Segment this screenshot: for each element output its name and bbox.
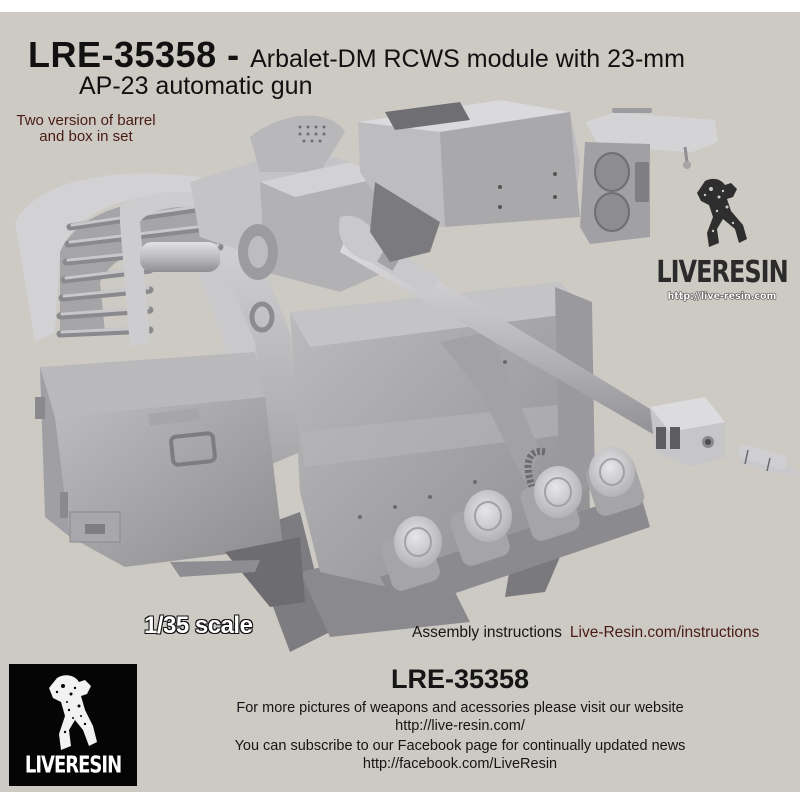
set-contents-note: Two version of barrel and box in set: [0, 113, 172, 145]
title-subtitle: AP-23 automatic gun: [79, 72, 313, 100]
note-line-1: Two version of barrel: [16, 112, 156, 129]
assembly-instructions: Assembly instructions Live-Resin.com/inst…: [412, 624, 759, 642]
soldier-figure-icon: [49, 675, 97, 750]
footer-website-note: For more pictures of weapons and acessor…: [236, 700, 684, 716]
page-title: LRE-35358 - Arbalet-DM RCWS module with …: [28, 34, 685, 76]
optics-block: [580, 108, 718, 244]
lower-frame: [170, 537, 305, 607]
brand-url[interactable]: http://live-resin.com: [667, 291, 777, 303]
title-separator: -: [216, 34, 251, 75]
product-image-canvas: LRE-35358 - Arbalet-DM RCWS module with …: [0, 12, 800, 792]
turret-body: [290, 282, 595, 592]
weapon-module-illustration: [15, 100, 800, 652]
cartridge: [738, 444, 800, 478]
smoke-grenade-launchers: [380, 447, 650, 612]
footer-product-code: LRE-35358: [390, 664, 530, 694]
brand-wordmark: LIVERESIN: [24, 751, 122, 780]
gun-receiver: [190, 115, 385, 292]
footer-facebook-link[interactable]: http://facebook.com/LiveResin: [362, 756, 558, 772]
footer-facebook-note: You can subscribe to our Facebook page f…: [234, 738, 686, 754]
soldier-figure-icon: [697, 178, 747, 247]
note-line-2: and box in set: [39, 128, 133, 145]
sight-housing: [358, 100, 580, 262]
brand-wordmark: LIVERESIN: [656, 254, 788, 290]
title-product-code: LRE-35358: [28, 34, 217, 75]
ammo-belt-feed: [15, 173, 240, 347]
footer-website-link[interactable]: http://live-resin.com/: [395, 718, 525, 734]
brand-logo-box[interactable]: LIVERESIN: [9, 664, 137, 786]
ammo-box: [35, 352, 283, 567]
title-description: Arbalet-DM RCWS module with 23-mm: [250, 45, 685, 73]
brand-logo-top[interactable]: LIVERESIN http://live-resin.com: [652, 177, 792, 304]
assembly-link[interactable]: Live-Resin.com/instructions: [569, 624, 760, 641]
muzzle-brake: [650, 397, 725, 467]
scale-label: 1/35 scale: [143, 611, 253, 639]
assembly-label: Assembly instructions: [412, 624, 562, 641]
